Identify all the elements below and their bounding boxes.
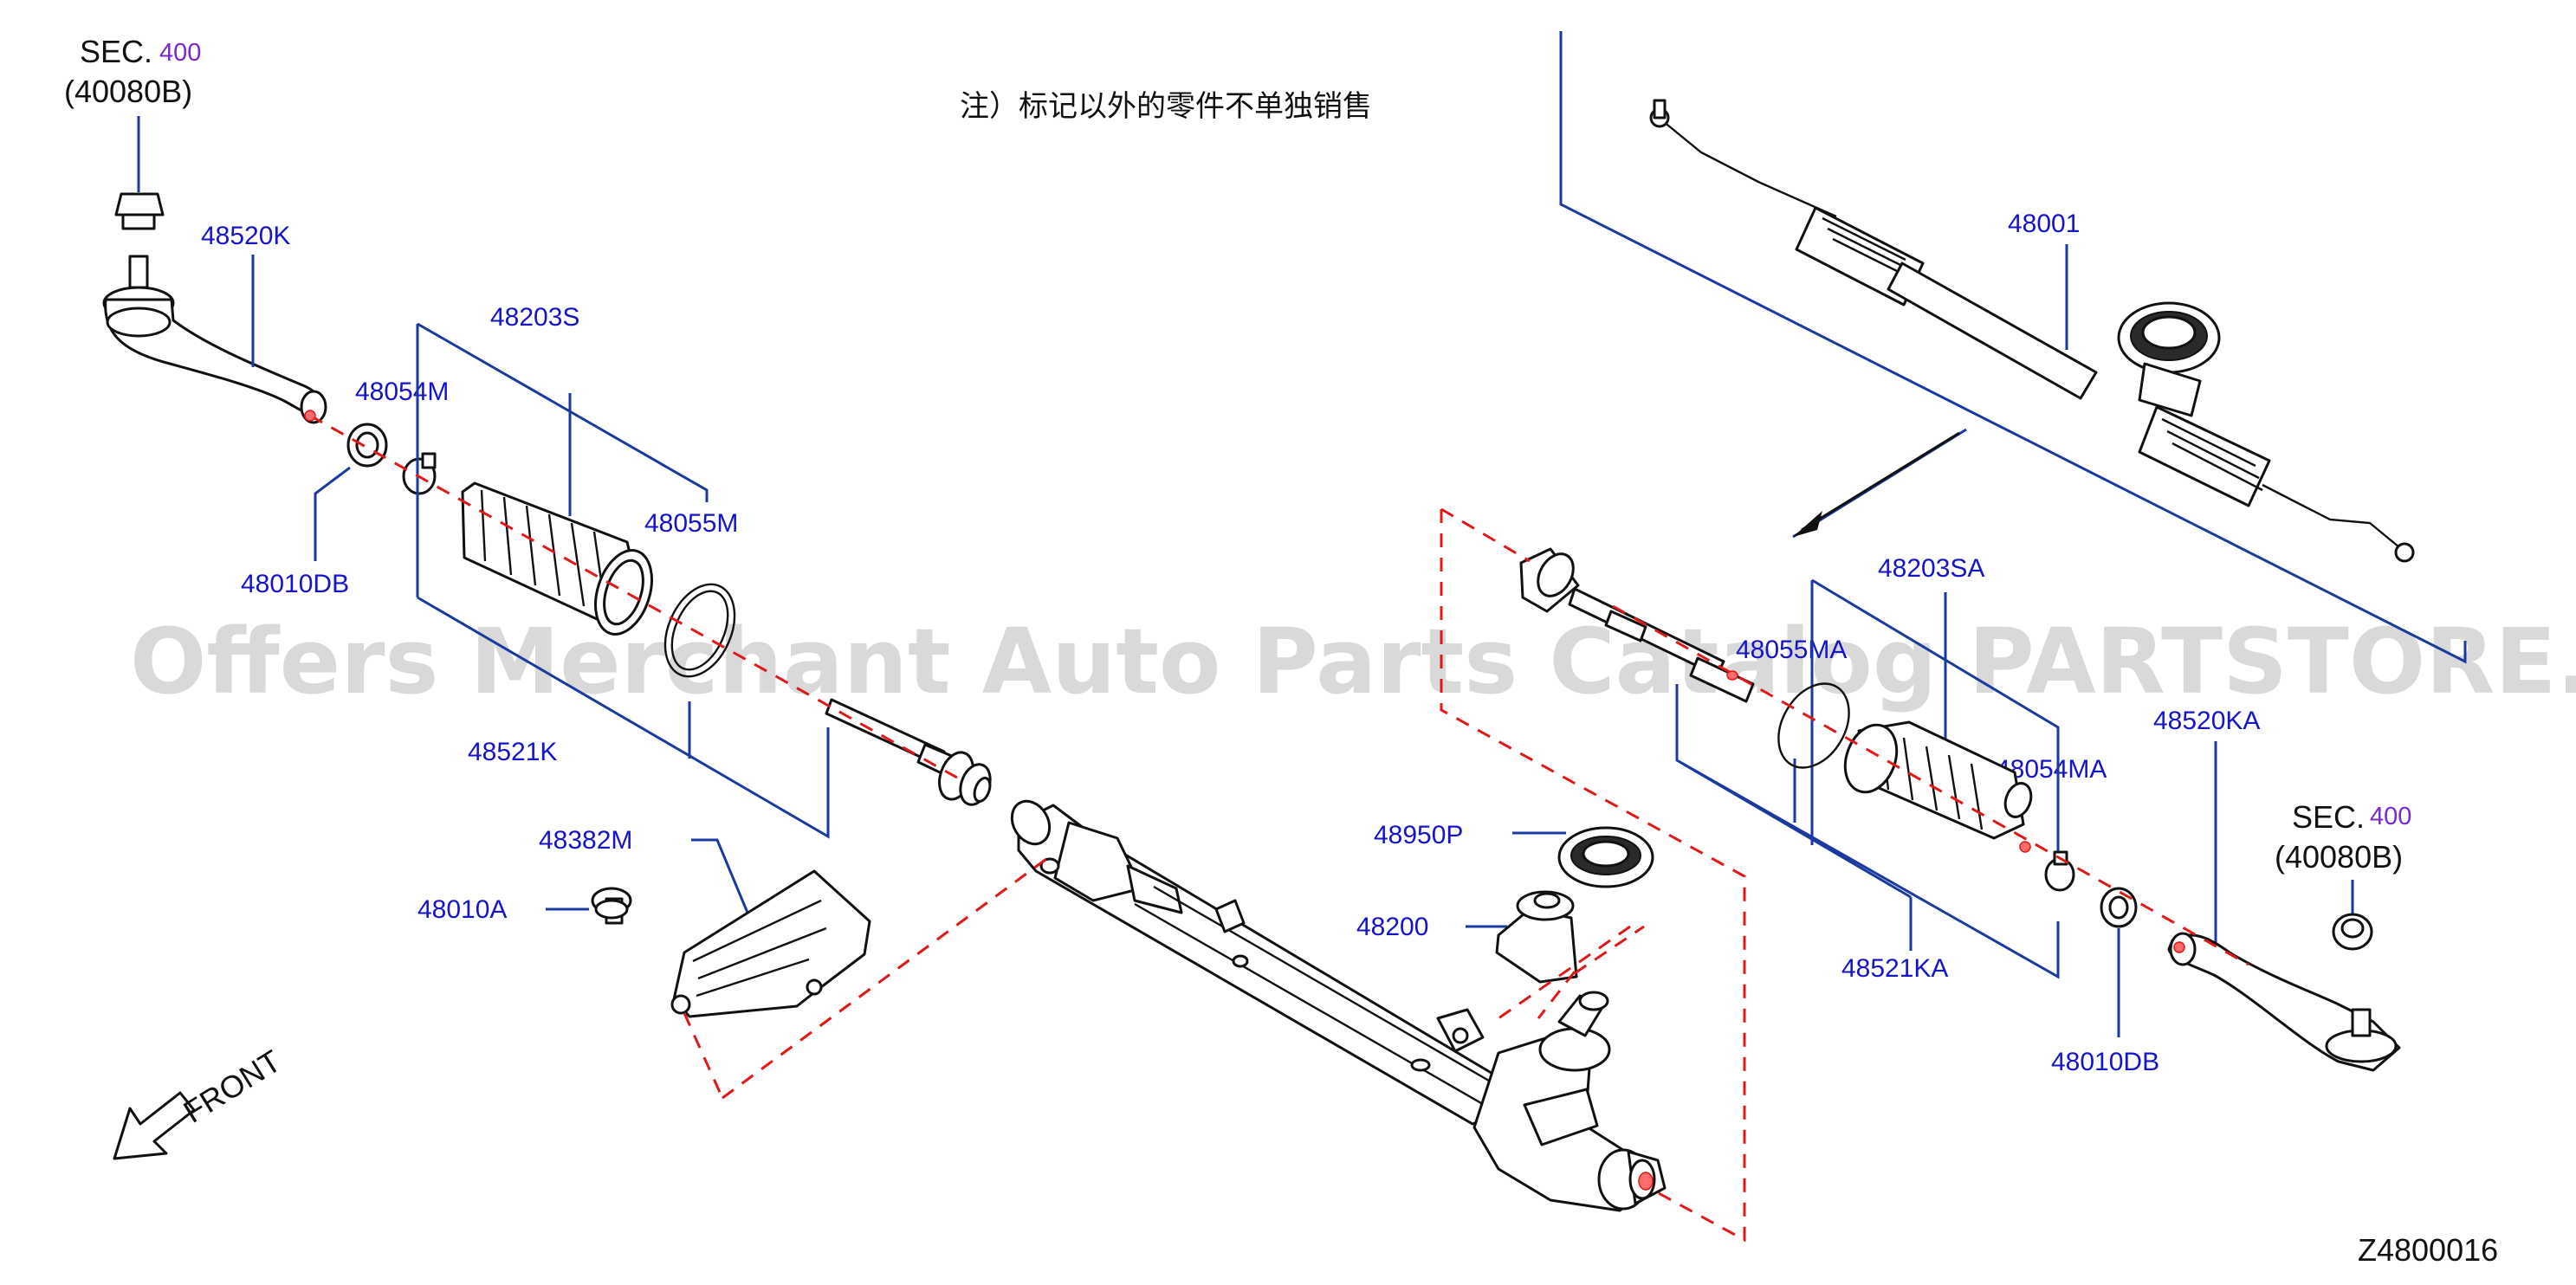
inner-rod-48521KA: 48521KA bbox=[1841, 897, 1948, 983]
sec-ref-left-code: (40080B) bbox=[64, 74, 192, 109]
inner-rod-48521K: 48521K bbox=[468, 698, 992, 806]
label-48010DB-right: 48010DB bbox=[2051, 1048, 2159, 1076]
label-48203S: 48203S bbox=[490, 303, 579, 332]
label-48521KA: 48521KA bbox=[1841, 954, 1948, 983]
bolt-48010A: 48010A bbox=[417, 887, 632, 925]
front-arrow-icon: FRONT bbox=[113, 1043, 288, 1160]
clamp-48054M-left: 48054M bbox=[355, 378, 449, 495]
label-48055M: 48055M bbox=[644, 509, 738, 538]
sec-ref-left-number: 400 bbox=[159, 39, 201, 67]
label-48520K: 48520K bbox=[201, 222, 290, 250]
boot-kit-48203SA: 48203SA 48055MA 48054MA bbox=[1519, 547, 2107, 979]
assembly-dash-lines bbox=[304, 410, 2249, 1243]
heat-shield-48382M: 48382M bbox=[539, 826, 871, 1018]
seal-48950P: 48950P bbox=[1374, 821, 1654, 888]
label-48054M: 48054M bbox=[355, 378, 449, 406]
sec-ref-right-prefix: SEC. bbox=[2292, 799, 2365, 835]
label-48200: 48200 bbox=[1356, 913, 1428, 941]
rack-housing bbox=[1010, 799, 1667, 1212]
cover-48200: 48200 bbox=[1356, 890, 1578, 984]
watermark-text: Offers Merchant Auto Parts Catalog PARTS… bbox=[130, 609, 2576, 714]
sec-ref-right: SEC. 400 (40080B) bbox=[2275, 799, 2411, 918]
diagram-note: 注）标记以外的零件不单独销售 bbox=[960, 89, 1372, 124]
diagram-code: Z4800016 bbox=[2358, 1232, 2498, 1268]
label-48203SA: 48203SA bbox=[1878, 554, 1984, 583]
label-48001: 48001 bbox=[2008, 210, 2080, 238]
tie-rod-end-left: 48520K bbox=[102, 192, 327, 424]
label-48010A: 48010A bbox=[417, 895, 507, 924]
sec-ref-left-prefix: SEC. bbox=[80, 34, 152, 69]
boot-kit-48203S: 48203S bbox=[416, 303, 830, 839]
sec-ref-right-code: (40080B) bbox=[2275, 839, 2403, 875]
label-48382M: 48382M bbox=[539, 826, 632, 855]
sec-ref-left: SEC. 400 (40080B) bbox=[64, 34, 201, 192]
label-48010DB-left: 48010DB bbox=[241, 570, 349, 598]
nut-48010DB-left: 48010DB bbox=[241, 423, 388, 598]
nut-48010DB-right: 48010DB bbox=[2051, 887, 2159, 1076]
sec-ref-right-number: 400 bbox=[2370, 803, 2411, 830]
tie-rod-end-right: 48520KA bbox=[2153, 707, 2401, 1072]
label-48950P: 48950P bbox=[1374, 821, 1463, 849]
label-48055MA: 48055MA bbox=[1736, 636, 1847, 664]
label-48521K: 48521K bbox=[468, 738, 557, 766]
front-label: FRONT bbox=[178, 1043, 288, 1129]
steering-rack-overview: 48001 bbox=[1559, 31, 2467, 664]
label-48520KA: 48520KA bbox=[2153, 707, 2260, 735]
clip-ring-48055M: 48055M bbox=[644, 509, 738, 678]
